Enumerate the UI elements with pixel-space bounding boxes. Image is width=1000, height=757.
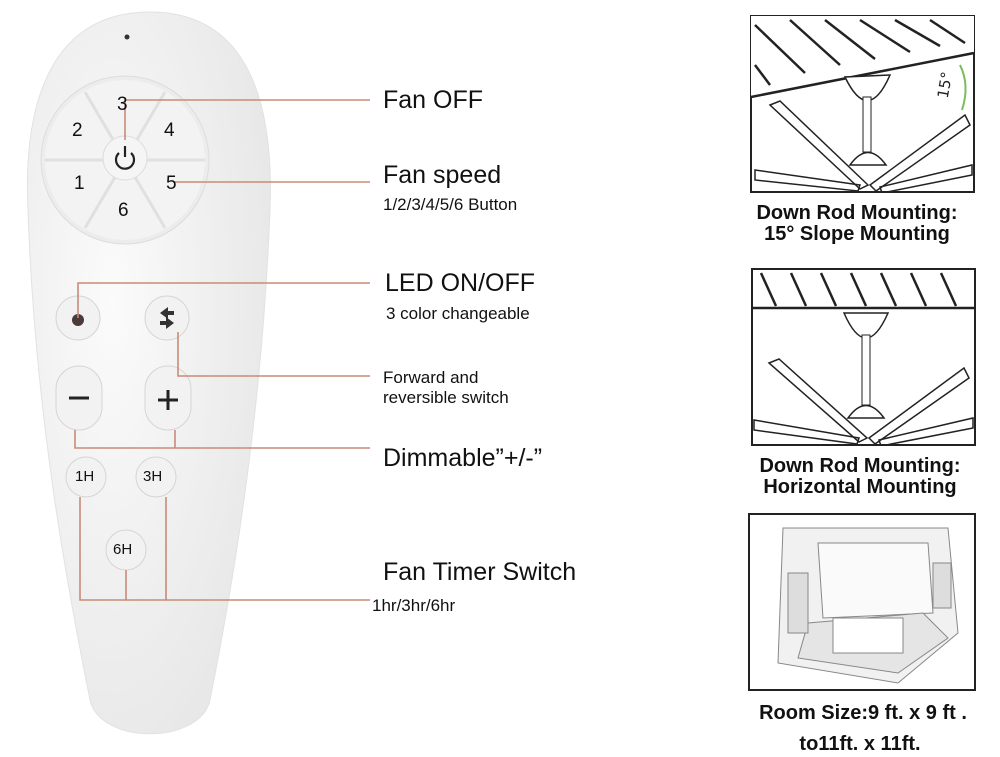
room-illustration: [748, 513, 976, 691]
timer-3h-label: 3H: [143, 468, 163, 485]
forward-label-1: Forward and: [383, 368, 479, 387]
reverse-arrows-icon: [160, 307, 174, 329]
fan-speed-sub: 1/2/3/4/5/6 Button: [383, 195, 518, 214]
timer-1h-button: [65, 456, 107, 498]
angle-label: 15°: [934, 70, 956, 99]
plus-icon: [158, 390, 178, 410]
forward-label-2: reversible switch: [383, 388, 509, 407]
speed-button-6[interactable]: 6: [118, 200, 129, 221]
speed-wheel: [40, 75, 210, 245]
led-sub: 3 color changeable: [386, 304, 530, 323]
panel1-caption-1: Down Rod Mounting:: [756, 202, 958, 224]
timer-1h-label: 1H: [75, 468, 95, 485]
timer-sub: 1hr/3hr/6hr: [372, 596, 456, 615]
ir-led-dot: [124, 34, 130, 40]
speed-button-4[interactable]: 4: [164, 120, 175, 141]
panel2-caption-1: Down Rod Mounting:: [759, 455, 961, 477]
dimmable-label: Dimmable”+/-”: [383, 444, 543, 472]
power-button: [102, 135, 148, 181]
remote-control-diagram: [26, 11, 370, 735]
callout-lines: [74, 99, 370, 601]
slope-mounting-illustration: 15°: [750, 15, 975, 193]
panel3-caption-1: Room Size:9 ft. x 9 ft .: [759, 702, 967, 724]
fan-off-label: Fan OFF: [383, 86, 484, 114]
speed-button-1[interactable]: 1: [74, 173, 85, 194]
timer-label: Fan Timer Switch: [383, 558, 577, 586]
panel3-caption-2: to11ft. x 11ft.: [799, 733, 921, 755]
speed-button-3[interactable]: 3: [117, 94, 128, 115]
horizontal-mounting-illustration: [751, 268, 976, 446]
panel2-caption-2: Horizontal Mounting: [763, 476, 957, 498]
bulb-icon: [72, 314, 84, 326]
speed-button-5[interactable]: 5: [166, 173, 177, 194]
fan-speed-label: Fan speed: [383, 161, 502, 189]
power-icon: [114, 146, 136, 170]
panel1-caption-2: 15° Slope Mounting: [764, 223, 950, 245]
timer-6h-label: 6H: [113, 541, 133, 558]
timer-3h-button: [135, 456, 177, 498]
speed-button-2[interactable]: 2: [72, 120, 83, 141]
led-label: LED ON/OFF: [385, 269, 536, 297]
